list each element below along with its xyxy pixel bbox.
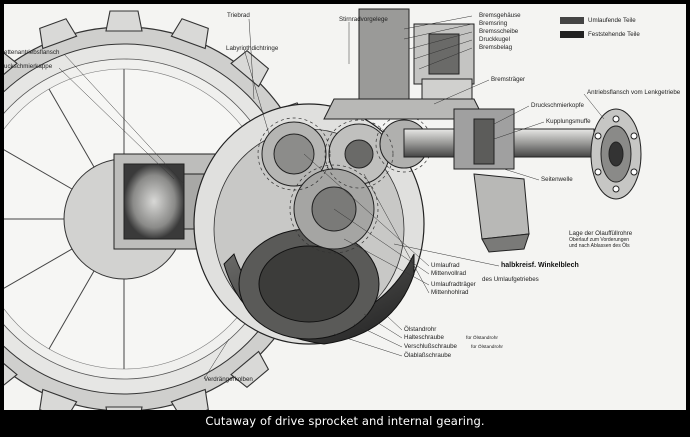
- label-bremstraeger: Bremsträger: [491, 76, 526, 83]
- label-kupplungsmuffe: Kupplungsmuffe: [546, 118, 591, 125]
- label-bremsscheibe: Bremsscheibe: [479, 28, 519, 35]
- image-caption: Cutaway of drive sprocket and internal g…: [205, 414, 485, 428]
- label-umlaufradtraeger: Umlaufradträger: [431, 281, 476, 288]
- label-halteschraube-sub: für Ölstandrohr: [466, 336, 498, 341]
- label-lage-sub2: und nach Ablassen des Öls: [569, 243, 630, 249]
- label-winkelblech: halbkreisf. Winkelblech: [501, 262, 579, 269]
- label-druckschmier: Druckschmierkopfe: [531, 102, 584, 109]
- label-stirnrad: Stirnradvorgelege: [339, 16, 388, 23]
- label-mittenvollrad: Mittenvollrad: [431, 270, 467, 277]
- label-verdraenger: Verdrängerkolben: [204, 376, 253, 383]
- label-bremsgehaeuse: Bremsgehäuse: [479, 12, 521, 19]
- label-kappe: uckschmierkappe: [4, 63, 53, 70]
- label-halteschraube: Halteschraube: [404, 334, 444, 341]
- label-oelablass: Ölablaßschraube: [404, 352, 452, 359]
- drive-shaft: [403, 108, 642, 200]
- label-bremsring: Bremsring: [479, 20, 508, 27]
- cutaway-illustration: Triebrad Stirnradvorgelege Bremsgehäuse …: [4, 4, 686, 410]
- label-umlaufgetriebe: des Umlaufgetriebes: [482, 276, 539, 283]
- label-verschluss-sub: für Ölstandrohr: [471, 345, 503, 350]
- label-druckkugel: Druckkugel: [479, 36, 510, 43]
- legend-fixed: Feststehende Teile: [588, 31, 640, 38]
- label-mittenhohlrad: Mittenhohlrad: [431, 289, 469, 296]
- label-seitenwelle: Seitenwelle: [541, 176, 573, 183]
- legend-swatch-moving: [560, 17, 584, 24]
- label-lage-sub1: Oberlauf zum Vorderungen: [569, 237, 630, 243]
- label-bremsbelag: Bremsbelag: [479, 44, 513, 51]
- label-umlaufrad: Umlaufrad: [431, 262, 460, 269]
- label-labyrinth: Labyrinthdichtringe: [226, 45, 279, 52]
- label-flansch: ettenantriebsflansch: [4, 49, 60, 56]
- label-verschluss: Verschlußschraube: [404, 343, 457, 350]
- label-lage: Lage der Olauffüllrohre: [569, 230, 633, 237]
- label-antriebsflansch: Antriebsflansch vom Lenkgetriebe: [587, 89, 681, 96]
- label-triebrad: Triebrad: [227, 12, 250, 19]
- cutaway-drawing: [4, 8, 642, 410]
- leader-lines: [58, 15, 605, 380]
- support-bracket: [473, 173, 530, 253]
- legend-swatch-fixed: [560, 31, 584, 38]
- label-oelstandrohr: Ölstandrohr: [404, 326, 437, 333]
- legend-moving: Umlaufende Teile: [588, 17, 636, 24]
- brake-housing: [323, 8, 485, 120]
